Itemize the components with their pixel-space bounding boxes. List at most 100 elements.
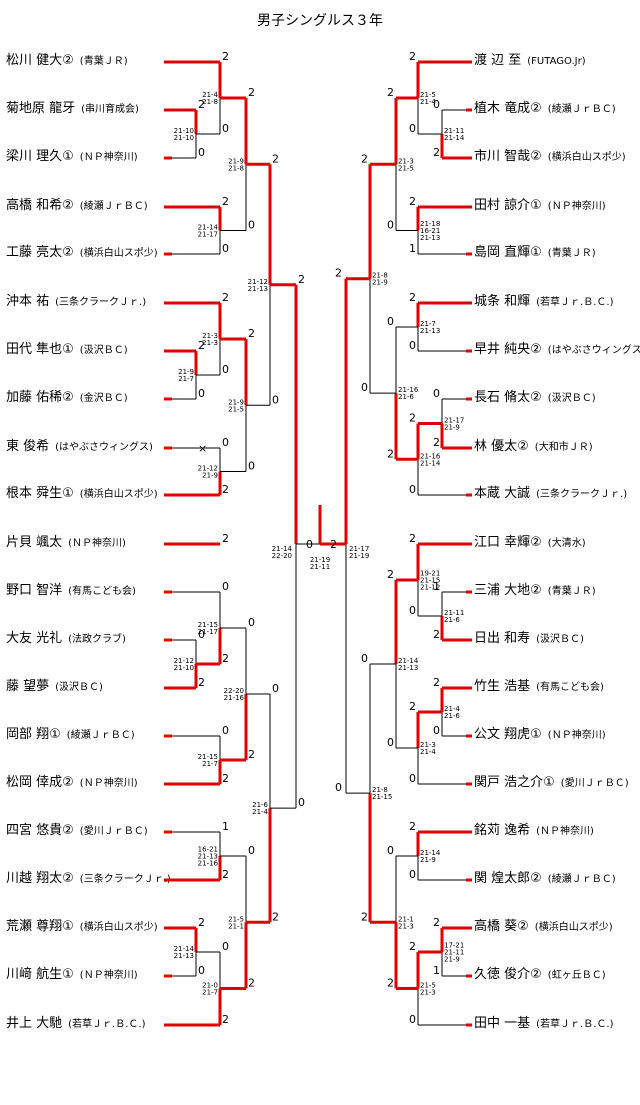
player-club: (三条クラークＪｒ.) bbox=[55, 297, 147, 308]
match-score: 2 bbox=[409, 195, 416, 208]
player-club: (若草Ｊｒ.Ｂ.Ｃ.) bbox=[536, 297, 614, 308]
match-detail: 16-21 bbox=[198, 846, 218, 854]
match-detail: 21-13 bbox=[174, 952, 194, 960]
match-score: 2 bbox=[433, 436, 440, 449]
match-score: 2 bbox=[433, 628, 440, 641]
match-score: 2 bbox=[222, 772, 229, 785]
match-score: 0 bbox=[361, 652, 368, 665]
final-detail: 21-19 bbox=[310, 556, 330, 564]
right-player-row: 城条 和輝(若草Ｊｒ.Ｂ.Ｃ.) bbox=[474, 294, 613, 311]
match-detail: 21-14 bbox=[420, 849, 441, 857]
player-name: 根本 舜生① bbox=[6, 486, 74, 501]
match-detail: 21-16 bbox=[198, 860, 219, 868]
left-player-row: 川越 翔太②(三条クラークＪｒ.) bbox=[6, 871, 171, 888]
player-name: 加藤 佑稀② bbox=[6, 390, 74, 405]
right-player-row: 江口 幸輝② (大清水) bbox=[474, 535, 586, 552]
player-name: 藤 望夢 bbox=[6, 679, 50, 694]
match-detail: 21-15 bbox=[198, 753, 218, 761]
match-score: 2 bbox=[222, 483, 229, 496]
match-score: 0 bbox=[409, 604, 416, 617]
right-player-row: 渡 辺 至(FUTAGO.Jr) bbox=[474, 53, 586, 70]
match-score: 2 bbox=[222, 532, 229, 545]
left-player-row: 岡部 翔①(綾瀬ＪｒＢＣ) bbox=[6, 727, 135, 744]
left-player-row: 工藤 亮太②(横浜白山スポ少) bbox=[6, 245, 158, 262]
player-name: 公文 翔虎① bbox=[474, 727, 542, 742]
match-detail: 21-5 bbox=[420, 982, 436, 990]
match-detail: 21-11 bbox=[444, 127, 464, 135]
player-name: 片貝 颯太 bbox=[6, 535, 63, 550]
match-detail: 21-4 bbox=[252, 808, 268, 816]
player-club: (ＮＰ神奈川) bbox=[79, 778, 138, 789]
player-club: (汲沢ＢＣ) bbox=[55, 682, 103, 693]
left-player-row: 野口 智洋(有馬こども会) bbox=[6, 583, 136, 600]
player-club: (ＮＰ神奈川) bbox=[547, 201, 606, 212]
match-detail: 21-1 bbox=[228, 922, 244, 930]
match-detail: 21-13 bbox=[398, 664, 418, 672]
match-score: 2 bbox=[409, 532, 416, 545]
right-player-row: 三浦 大地②(青葉ＪＲ) bbox=[474, 583, 596, 600]
left-player-row: 松岡 倖成②(ＮＰ神奈川) bbox=[6, 775, 138, 792]
right-player-row: 植木 竜成② (綾瀬ＪｒＢＣ) bbox=[474, 101, 616, 118]
match-score: 0 bbox=[272, 682, 279, 695]
match-detail: 21-6 bbox=[398, 393, 414, 401]
player-name: 松川 健大② bbox=[6, 53, 74, 68]
player-club: (綾瀬ＪｒＢＣ) bbox=[66, 730, 135, 741]
match-score: 0 bbox=[272, 393, 279, 406]
match-detail: 21-6 bbox=[444, 712, 460, 720]
right-player-row: 日出 和寿(汲沢ＢＣ) bbox=[474, 631, 584, 648]
match-score: 0 bbox=[248, 219, 255, 232]
player-club: (ＮＰ神奈川) bbox=[536, 826, 594, 837]
player-club: (若草Ｊｒ.Ｂ.Ｃ.) bbox=[68, 1019, 146, 1030]
match-score: 0 bbox=[387, 315, 394, 328]
player-club: (ＮＰ神奈川) bbox=[79, 970, 138, 981]
player-club: (大清水) bbox=[547, 538, 586, 549]
player-name: 野口 智洋 bbox=[6, 583, 63, 598]
match-detail: 21-7 bbox=[202, 989, 218, 997]
match-detail: 21-7 bbox=[202, 760, 218, 768]
player-club: (横浜白山スポ少) bbox=[79, 248, 158, 259]
match-detail: 21-16 bbox=[224, 694, 245, 702]
match-detail: 22-20 bbox=[272, 552, 292, 560]
player-club: (三条クラークＪｒ.) bbox=[536, 489, 628, 500]
player-club: (綾瀬ＪｒＢＣ) bbox=[547, 104, 616, 115]
match-detail: 21-9 bbox=[228, 398, 244, 406]
player-club: (横浜白山スポ少) bbox=[534, 922, 613, 933]
match-detail: 21-17 bbox=[198, 231, 218, 239]
player-name: 植木 竜成② bbox=[474, 101, 542, 116]
right-player-row: 高橋 葵②(横浜白山スポ少) bbox=[474, 919, 613, 936]
match-detail: 21-16 bbox=[398, 386, 419, 394]
page-title: 男子シングルス３年 bbox=[257, 13, 383, 29]
match-score: 2 bbox=[409, 412, 416, 425]
match-score: 2 bbox=[222, 652, 229, 665]
left-player-row: 井上 大馳(若草Ｊｒ.Ｂ.Ｃ.) bbox=[6, 1016, 145, 1033]
player-name: 久徳 俊介② bbox=[474, 967, 542, 982]
match-score: 2 bbox=[248, 86, 255, 99]
match-detail: 21-4 bbox=[444, 705, 460, 713]
player-name: 田村 諒介① bbox=[474, 198, 542, 213]
player-name: 江口 幸輝② bbox=[474, 535, 542, 550]
match-detail: 21-9 bbox=[178, 368, 194, 376]
match-score: 2 bbox=[409, 940, 416, 953]
match-detail: 21-3 bbox=[420, 989, 436, 997]
player-club: (綾瀬ＪｒＢＣ) bbox=[79, 201, 148, 212]
match-score: 2 bbox=[272, 152, 279, 165]
match-score: 2 bbox=[387, 568, 394, 581]
right-player-row: 竹生 浩基(有馬こども会) bbox=[474, 679, 604, 696]
player-club: (虹ヶ丘ＢＣ) bbox=[547, 970, 606, 981]
match-detail: 21-9 bbox=[372, 279, 388, 287]
player-club: (若草Ｊｒ.Ｂ.Ｃ.) bbox=[536, 1019, 614, 1030]
right-player-row: 田村 諒介① (ＮＰ神奈川) bbox=[474, 198, 606, 215]
match-detail: 21-13 bbox=[420, 234, 440, 242]
player-club: (汲沢ＢＣ) bbox=[547, 393, 596, 404]
match-score: 2 bbox=[222, 50, 229, 63]
match-score: 2 bbox=[433, 916, 440, 929]
match-score: 2 bbox=[409, 50, 416, 63]
player-club: (汲沢ＢＣ) bbox=[79, 345, 128, 356]
left-player-row: 沖本 祐(三条クラークＪｒ.) bbox=[6, 294, 146, 311]
match-detail: 21-15 bbox=[198, 621, 218, 629]
left-player-row: 片貝 颯太(ＮＰ神奈川) bbox=[6, 535, 126, 552]
match-detail: 22-20 bbox=[224, 687, 244, 695]
match-score: 0 bbox=[298, 796, 305, 809]
player-name: 長石 脩太② bbox=[474, 390, 542, 405]
match-detail: 21-4 bbox=[202, 91, 218, 99]
